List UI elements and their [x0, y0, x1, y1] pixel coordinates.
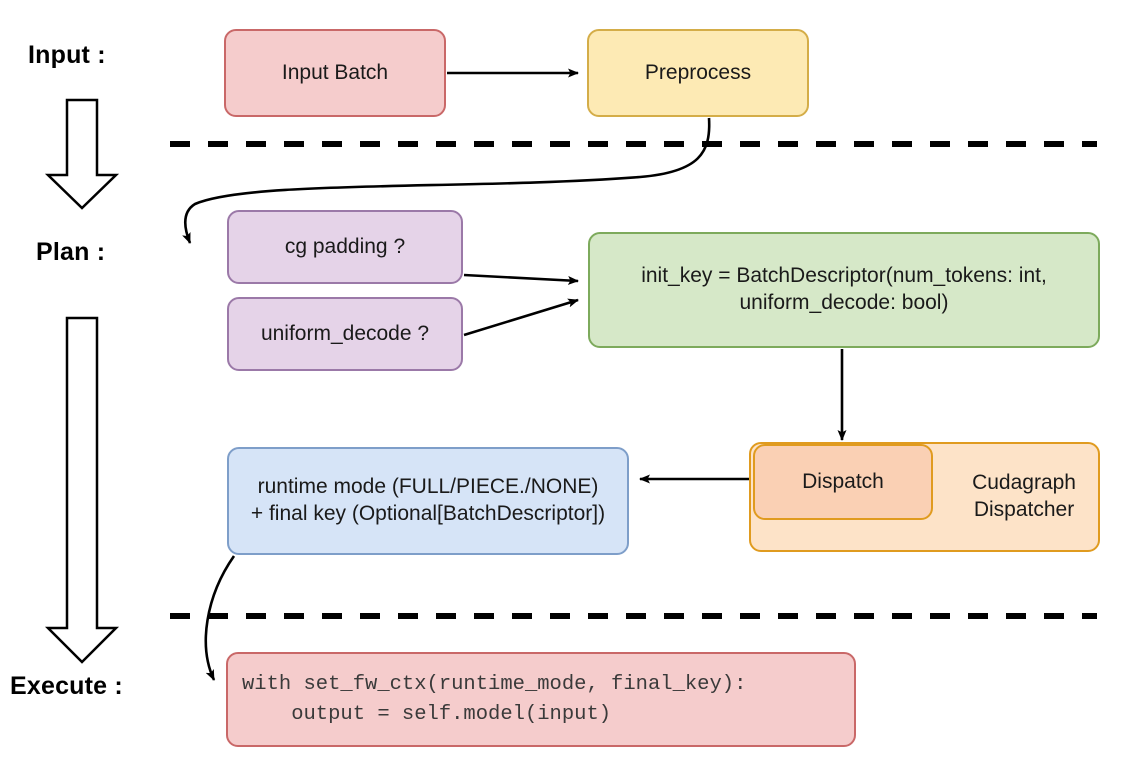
edge-cg-padding-to-init-key — [463, 273, 579, 285]
cg-padding-node: cg padding ? — [227, 210, 463, 284]
init-key-node: init_key = BatchDescriptor(num_tokens: i… — [588, 232, 1100, 348]
input-batch-node: Input Batch — [224, 29, 446, 117]
execute-code-node: with set_fw_ctx(runtime_mode, final_key)… — [226, 652, 856, 747]
stage-label-execute: Execute : — [10, 672, 123, 700]
preprocess-node: Preprocess — [587, 29, 809, 117]
stage-arrow-plan-to-execute — [44, 316, 120, 664]
runtime-mode-node: runtime mode (FULL/PIECE./NONE) + final … — [227, 447, 629, 555]
stage-label-plan: Plan : — [36, 238, 106, 266]
stage-label-input: Input : — [28, 41, 106, 69]
stage-arrow-input-to-plan — [44, 98, 120, 210]
edge-uniform-decode-to-init-key — [463, 298, 579, 337]
dispatch-node: Dispatch — [753, 444, 933, 520]
uniform-decode-node: uniform_decode ? — [227, 297, 463, 371]
